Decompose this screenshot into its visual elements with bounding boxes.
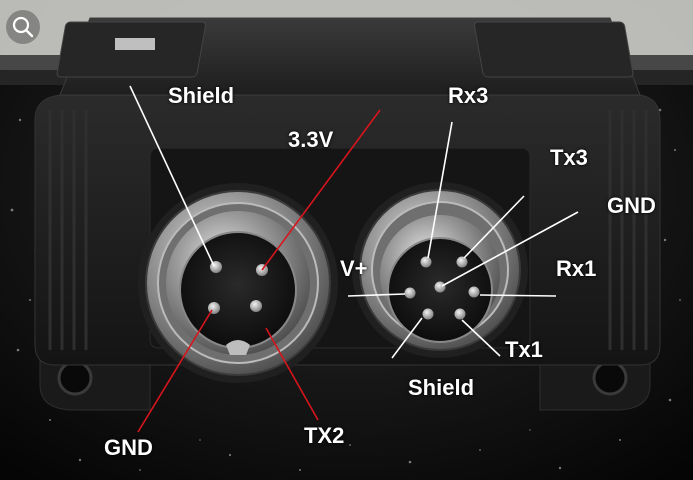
label-tx1: Tx1: [505, 337, 543, 362]
right-pin-tx1: [454, 308, 466, 320]
label-rx3: Rx3: [448, 83, 489, 108]
leader-3v3: [261, 109, 381, 271]
search-icon: [12, 16, 34, 38]
label-gnd-left: GND: [104, 435, 153, 460]
leader-tx2: [265, 327, 319, 421]
right-pin-rx1: [468, 286, 480, 298]
label-tx3: Tx3: [550, 145, 588, 170]
label-shield-left: Shield: [168, 83, 235, 108]
label-rx1: Rx1: [556, 256, 597, 281]
leader-lines: [129, 85, 579, 433]
right-pin-tx3: [456, 256, 468, 268]
leader-gnd-left: [137, 309, 213, 433]
search-button[interactable]: [6, 10, 40, 44]
left-pin-tx2: [250, 300, 262, 312]
right-pin-vplus: [404, 287, 416, 299]
right-pin-shield: [422, 308, 434, 320]
leader-gnd-right: [441, 211, 579, 287]
leader-tx1: [461, 319, 501, 357]
leader-shield-left: [129, 85, 215, 267]
housing-ribs: [48, 110, 648, 350]
left-key-notch: [226, 340, 250, 355]
right-mount-hole: [592, 360, 628, 396]
top-sticker: [115, 38, 155, 50]
label-vplus: V+: [340, 256, 368, 281]
label-tx2: TX2: [304, 423, 345, 448]
right-pin-rx3: [420, 256, 432, 268]
label-3v3: 3.3V: [288, 127, 334, 152]
right-pin-gnd: [434, 281, 446, 293]
label-gnd-right: GND: [607, 193, 656, 218]
leader-rx1: [479, 294, 557, 297]
leader-tx3: [463, 195, 525, 259]
leader-vplus: [347, 293, 406, 297]
left-mount-hole: [57, 360, 93, 396]
leader-rx3: [427, 121, 453, 259]
top-bevel-right: [474, 21, 634, 78]
leader-shield-right: [391, 317, 423, 359]
left-connector: [138, 183, 338, 383]
label-shield-right: Shield: [408, 375, 475, 400]
right-connector: [352, 182, 528, 358]
